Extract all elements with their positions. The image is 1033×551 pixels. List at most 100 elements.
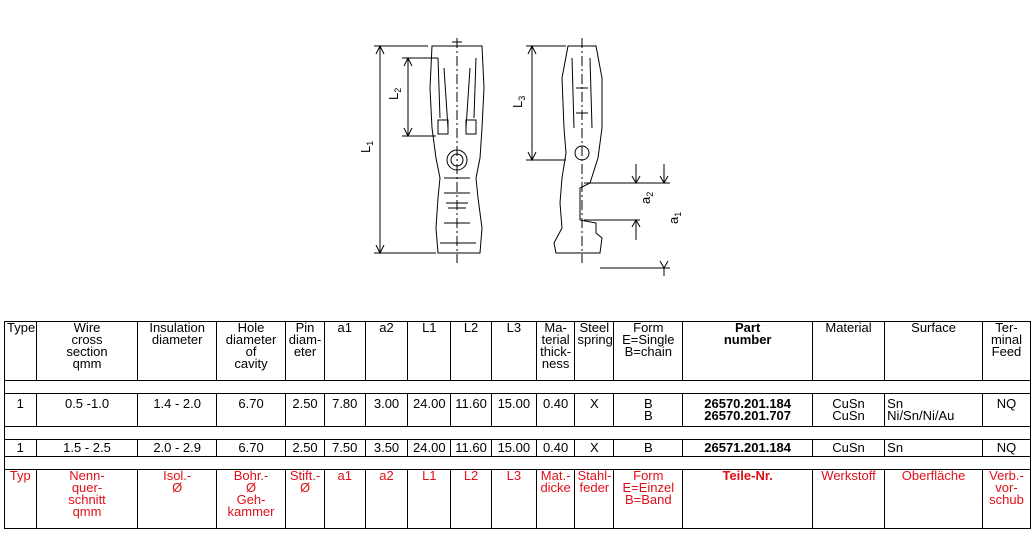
cell-line: 11.60 <box>455 440 487 455</box>
cell-header_de-9: L3 <box>490 469 537 529</box>
cell-row2-9: 15.00 <box>490 439 537 457</box>
cell-header_en-0: Type <box>4 321 37 381</box>
cell-line: dicke <box>540 480 571 495</box>
cell-line: Ø <box>245 480 257 495</box>
cell-header_de-13: Teile-Nr. <box>682 469 813 529</box>
cell-row2-14: CuSn <box>811 439 886 457</box>
cell-line: B <box>643 408 653 423</box>
cell-line: Ma- <box>544 320 567 335</box>
cell-line: Sn <box>887 396 904 411</box>
cell-line: L1 <box>422 320 437 335</box>
cell-line: CuSn <box>832 440 865 455</box>
spacer-row <box>4 380 1031 394</box>
cell-header_de-5: a1 <box>323 469 366 529</box>
cell-line: a2 <box>379 320 394 335</box>
cell-line: Hole <box>237 320 265 335</box>
cell-line: CuSn <box>832 408 865 423</box>
cell-header_de-0: Typ <box>4 468 37 529</box>
cell-line: E=Single <box>622 332 675 347</box>
cell-line: a1 <box>337 320 352 335</box>
cell-line: number <box>723 332 772 347</box>
cell-line: Verb.- <box>989 468 1024 483</box>
side-view-outline <box>553 45 603 254</box>
cell-line: 3.00 <box>373 396 400 411</box>
cell-header_en-6: a2 <box>364 320 409 381</box>
cell-line: Stahl- <box>577 468 612 483</box>
cell-line: Feed <box>991 344 1022 359</box>
cell-line: 0.5 -1.0 <box>64 396 110 411</box>
cell-row2-16: NQ <box>981 439 1032 457</box>
cell-header_de-8: L2 <box>450 469 492 529</box>
cell-line: 2.50 <box>292 396 318 411</box>
cell-line: Steel <box>579 320 610 335</box>
cell-row1-11: X <box>574 393 615 427</box>
cell-line: 15.00 <box>497 440 531 455</box>
cell-row1-8: 11.60 <box>450 393 492 427</box>
cell-line: 1 <box>16 396 24 411</box>
cell-line: L3 <box>506 320 522 335</box>
cell-line: L2 <box>463 320 479 335</box>
cell-line: feder <box>579 480 610 495</box>
cell-row1-1: 0.5 -1.0 <box>35 393 139 427</box>
cell-row1-4: 2.50 <box>285 393 325 427</box>
cell-line: Form <box>633 468 664 483</box>
cell-row2-4: 2.50 <box>285 439 325 457</box>
cell-header_de-14: Werkstoff <box>811 468 886 529</box>
cell-line: Bohr.- <box>233 468 269 483</box>
cell-line: 0.40 <box>542 396 569 411</box>
cell-line: 0.40 <box>542 440 569 455</box>
cell-header_en-8: L2 <box>450 320 492 381</box>
front-view-outline <box>429 45 485 254</box>
cell-row2-2: 2.0 - 2.9 <box>137 439 217 457</box>
cell-line: B <box>643 440 653 455</box>
dim-a2-label: a2 <box>638 192 655 204</box>
cell-row2-6: 3.50 <box>364 439 409 457</box>
cell-header_en-15: Surface <box>884 321 983 381</box>
cell-line: 24.00 <box>413 396 446 411</box>
cell-line: Sn <box>887 440 904 455</box>
cell-header_de-7: L1 <box>407 469 452 529</box>
cell-row1-2: 1.4 - 2.0 <box>137 393 217 427</box>
cell-line: Ø <box>299 480 311 495</box>
cell-line: section <box>66 344 108 359</box>
cell-line: Mat.- <box>540 468 571 483</box>
cell-line: eter <box>293 344 317 359</box>
cell-row1-10: 0.40 <box>535 393 576 427</box>
cell-line: X <box>589 440 599 455</box>
cell-line: schnitt <box>68 492 106 507</box>
cell-line: Typ <box>9 468 31 483</box>
cell-line: kammer <box>227 504 275 519</box>
cell-row2-7: 24.00 <box>407 439 452 457</box>
cell-line: 26570.201.184 <box>704 396 792 411</box>
cell-header_de-4: Stift.-Ø <box>285 469 325 529</box>
cell-row2-8: 11.60 <box>450 439 492 457</box>
cell-line: Oberfläche <box>901 468 966 483</box>
cell-line: Form <box>633 320 664 335</box>
cell-line: 26571.201.184 <box>704 440 792 455</box>
spacer-row <box>4 426 1031 440</box>
cell-line: diam- <box>288 332 322 347</box>
cell-line: Part <box>735 320 761 335</box>
cell-line: a2 <box>379 468 394 483</box>
cell-row2-15: Sn <box>884 439 983 457</box>
cell-line: Werkstoff <box>821 468 876 483</box>
cell-line: qmm <box>72 504 102 519</box>
cell-row1-9: 15.00 <box>490 393 537 427</box>
cell-line: NQ <box>996 440 1017 455</box>
cell-line: diameter <box>151 332 203 347</box>
cell-line: 6.70 <box>238 440 264 455</box>
cell-line: B=chain <box>624 344 672 359</box>
cell-line: 15.00 <box>497 396 531 411</box>
cell-row2-10: 0.40 <box>535 439 576 457</box>
